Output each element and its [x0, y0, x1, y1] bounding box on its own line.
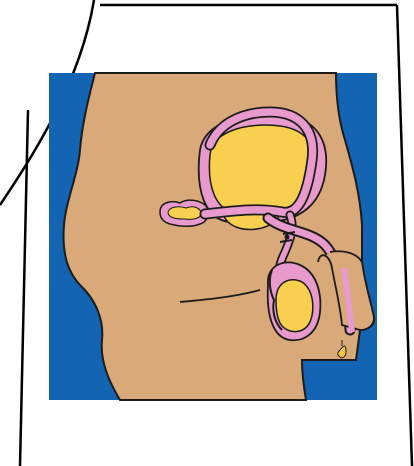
frame-right [397, 5, 412, 466]
testicle [276, 280, 313, 332]
seminal-vesicle-inner [168, 207, 201, 220]
cut-knot [285, 235, 290, 240]
body-silhouette [64, 73, 375, 400]
